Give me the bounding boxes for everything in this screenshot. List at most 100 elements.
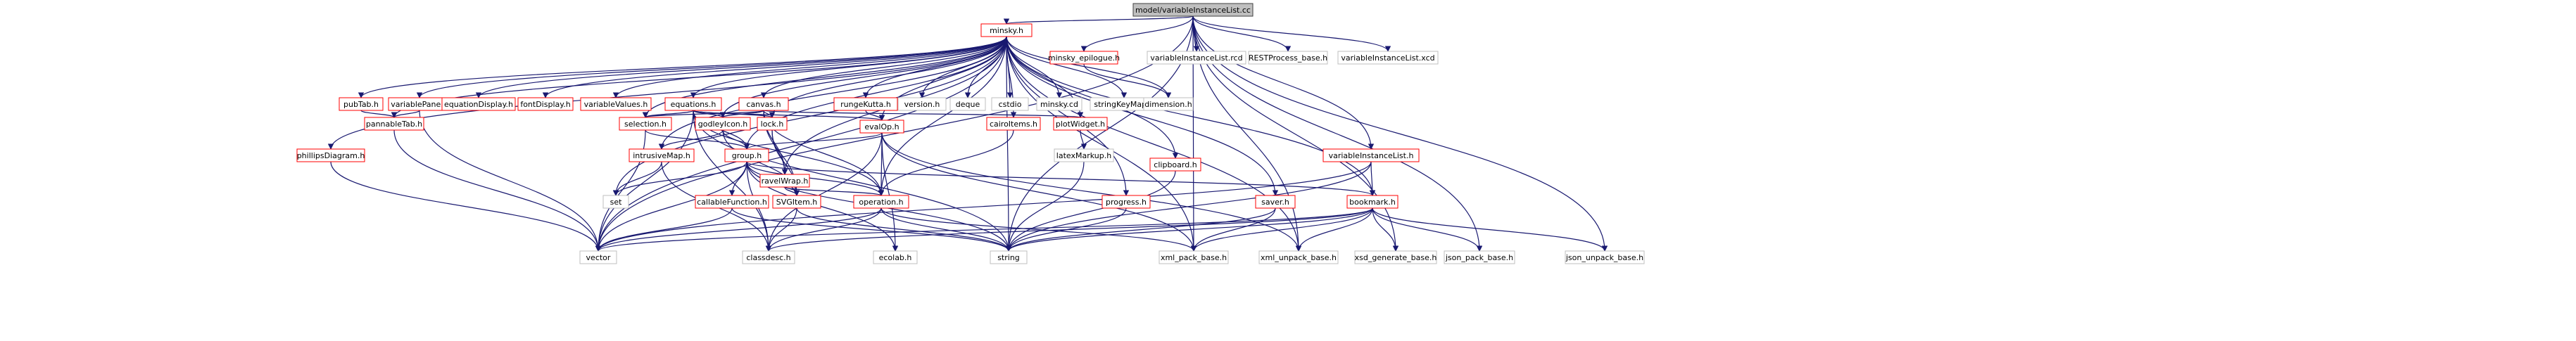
node-variablevalues[interactable]: variableValues.h xyxy=(580,97,652,111)
node-label: pubTab.h xyxy=(343,100,379,109)
node-box xyxy=(1132,3,1254,17)
node-box xyxy=(833,97,898,111)
node-lock[interactable]: lock.h xyxy=(757,117,788,131)
node-label: callableFunction.h xyxy=(697,198,767,207)
node-label: group.h xyxy=(732,151,762,160)
node-label: lock.h xyxy=(761,120,784,129)
node-intrusivemap[interactable]: intrusiveMap.h xyxy=(629,148,695,162)
edge-selection-to-group xyxy=(645,129,750,150)
node-label: phillipsDiagram.h xyxy=(297,151,365,160)
node-canvas[interactable]: canvas.h xyxy=(738,97,789,111)
node-operation[interactable]: operation.h xyxy=(853,195,909,209)
node-callablefunction[interactable]: callableFunction.h xyxy=(695,195,769,209)
node-evalop[interactable]: evalOp.h xyxy=(859,120,904,134)
edge-operation-to-string xyxy=(880,207,1012,252)
node-label: variableInstanceList.h xyxy=(1329,151,1414,160)
edge-minsky-to-string xyxy=(1005,36,1012,252)
edge-minsky-to-bookmark xyxy=(1006,36,1376,196)
node-version: version.h xyxy=(897,97,947,111)
node-variablepane[interactable]: variablePane.h xyxy=(388,97,451,111)
edge-rungekutta-to-evalop xyxy=(865,110,885,121)
node-cstdio: cstdio xyxy=(991,97,1029,111)
node-group[interactable]: group.h xyxy=(724,148,769,162)
node-equationdisplay[interactable]: equationDisplay.h xyxy=(441,97,516,111)
edge-vil-h-to-vector xyxy=(595,161,1372,252)
edge-variablepane-to-pannabletab xyxy=(391,110,420,118)
node-root[interactable]: model/variableInstanceList.cc xyxy=(1132,3,1254,17)
node-restprocess: RESTProcess_base.h xyxy=(1248,51,1328,65)
node-label: equations.h xyxy=(671,100,716,109)
node-minsky-epilogue[interactable]: minsky_epilogue.h xyxy=(1048,51,1120,65)
node-progress[interactable]: progress.h xyxy=(1101,195,1151,209)
node-label: clipboard.h xyxy=(1154,160,1197,169)
node-selection[interactable]: selection.h xyxy=(619,117,672,131)
node-label: RESTProcess_base.h xyxy=(1249,53,1327,63)
edge-latexmarkup-to-string xyxy=(1005,161,1085,252)
node-box xyxy=(873,250,918,264)
edge-minsky-to-minskycd xyxy=(1006,36,1063,98)
edge-minsky-to-intrusivemap xyxy=(658,36,1007,150)
edge-svgitem-to-classdesc xyxy=(765,207,797,252)
node-plotwidget[interactable]: plotWidget.h xyxy=(1053,117,1108,131)
node-saver[interactable]: saver.h xyxy=(1255,195,1296,209)
edge-minsky-to-operation xyxy=(878,36,1007,196)
edge-equations-to-evalop xyxy=(693,110,885,121)
node-label: SVGItem.h xyxy=(776,198,818,207)
node-stringkeymap: stringKeyMap.h xyxy=(1090,97,1158,111)
edge-pubtab-to-pannabletab xyxy=(360,110,398,118)
node-equations[interactable]: equations.h xyxy=(664,97,722,111)
node-box xyxy=(1149,157,1201,172)
edge-equations-to-classdesc xyxy=(693,110,772,252)
node-godleyicon[interactable]: godleyIcon.h xyxy=(695,117,751,131)
node-minskycd: minsky.cd xyxy=(1036,97,1082,111)
edge-bookmark-to-string xyxy=(1005,207,1373,252)
node-label: minsky_epilogue.h xyxy=(1048,53,1120,63)
node-latexmarkup: latexMarkup.h xyxy=(1054,148,1114,162)
node-label: variableInstanceList.xcd xyxy=(1341,53,1434,63)
node-box xyxy=(1354,250,1437,264)
edge-saver-to-string xyxy=(1005,207,1276,252)
node-minsky[interactable]: minsky.h xyxy=(980,23,1033,37)
edge-group-to-operation xyxy=(746,161,885,196)
node-label: ravelWrap.h xyxy=(762,176,809,186)
node-box xyxy=(339,97,384,111)
edge-vil-h-to-bookmark xyxy=(1369,161,1376,196)
node-xml-pack: xml_pack_base.h xyxy=(1158,250,1229,264)
node-label: cstdio xyxy=(999,100,1022,109)
node-label: version.h xyxy=(904,100,940,109)
node-pannabletab[interactable]: pannableTab.h xyxy=(364,117,424,131)
node-label: intrusiveMap.h xyxy=(633,151,690,160)
node-label: fontDisplay.h xyxy=(520,100,570,109)
edge-callablefunction-to-vector xyxy=(595,207,733,252)
edge-godleyicon-to-intrusivemap xyxy=(658,129,724,150)
edge-callablefunction-to-string xyxy=(731,207,1012,252)
node-vil-h[interactable]: variableInstanceList.h xyxy=(1322,148,1420,162)
node-box xyxy=(1337,51,1439,65)
edge-operation-to-vector xyxy=(595,207,882,252)
node-pubtab[interactable]: pubTab.h xyxy=(339,97,384,111)
node-label: deque xyxy=(956,100,980,109)
edge-evalop-to-xml-pack xyxy=(881,132,1197,252)
node-cairoitems[interactable]: cairoItems.h xyxy=(986,117,1041,131)
node-json-pack: json_pack_base.h xyxy=(1444,250,1515,264)
node-box xyxy=(1101,195,1151,209)
edge-equations-to-vector xyxy=(595,110,694,252)
node-box xyxy=(1322,148,1420,162)
node-box xyxy=(986,117,1041,131)
node-phillips[interactable]: phillipsDiagram.h xyxy=(296,148,365,162)
node-box xyxy=(364,117,424,131)
edge-canvas-to-plotwidget xyxy=(763,110,1083,118)
node-ravelwrap[interactable]: ravelWrap.h xyxy=(759,174,810,188)
node-box xyxy=(1147,51,1246,65)
node-svgitem[interactable]: SVGItem.h xyxy=(772,195,821,209)
node-bookmark[interactable]: bookmark.h xyxy=(1346,195,1399,209)
node-box xyxy=(853,195,909,209)
edge-cairoitems-to-operation xyxy=(878,129,1014,196)
node-label: minsky.cd xyxy=(1040,100,1078,109)
node-clipboard[interactable]: clipboard.h xyxy=(1149,157,1201,172)
node-label: plotWidget.h xyxy=(1056,120,1105,129)
node-rungekutta[interactable]: rungeKutta.h xyxy=(833,97,898,111)
node-fontdisplay[interactable]: fontDisplay.h xyxy=(517,97,574,111)
node-box xyxy=(990,250,1028,264)
node-label: saver.h xyxy=(1261,198,1289,207)
